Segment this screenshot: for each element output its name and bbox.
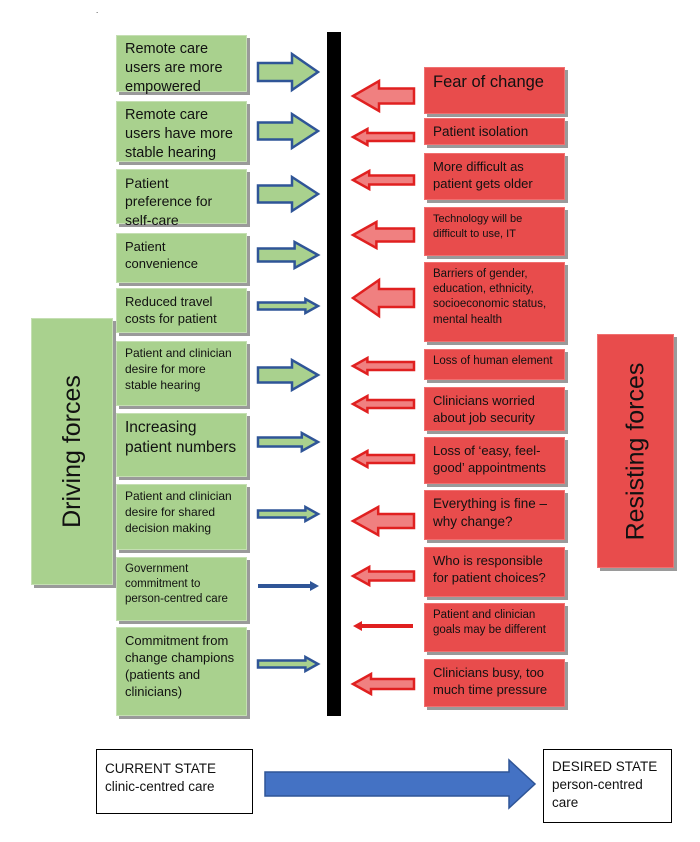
resisting-force-box: Barriers of gender, education, ethnicity… [424, 262, 565, 342]
resisting-arrow-icon [350, 564, 416, 588]
driving-arrow-icon [256, 654, 321, 674]
resisting-arrow-icon [350, 168, 416, 192]
driving-force-box: Patient convenience [116, 233, 247, 283]
driving-arrow-icon [258, 581, 319, 591]
desired-state-box: DESIRED STATE person-centred care [543, 749, 672, 823]
driving-force-box: Reduced travel costs for patient [116, 288, 247, 333]
driving-force-box: Remote care users are more empowered [116, 35, 247, 95]
driving-arrow-icon [256, 111, 321, 151]
resisting-force-box: Technology will be difficult to use, IT [424, 207, 565, 256]
resisting-force-box: Loss of human element [424, 349, 565, 380]
driving-arrow-icon [256, 296, 321, 316]
resisting-arrow-icon [350, 671, 416, 697]
current-state-box: CURRENT STATE clinic-centred care [96, 749, 253, 814]
resisting-force-box: Patient isolation [424, 118, 565, 145]
resisting-arrow-icon [350, 448, 416, 470]
resisting-forces-label: Resisting forces [597, 334, 674, 568]
resisting-arrow-icon [353, 621, 413, 631]
center-divider [327, 32, 341, 716]
resisting-force-box: Who is responsible for patient choices? [424, 547, 565, 597]
resisting-arrow-icon [350, 126, 416, 148]
desired-state-title: DESIRED STATE [552, 759, 658, 774]
resisting-force-box: Patient and clinician goals may be diffe… [424, 603, 565, 652]
resisting-arrow-icon [350, 504, 416, 538]
stray-dot: . [96, 6, 99, 15]
driving-arrow-icon [256, 504, 321, 524]
resisting-force-box: Clinicians worried about job security [424, 387, 565, 431]
driving-arrow-icon [256, 239, 321, 271]
driving-force-box: Commitment from change champions (patien… [116, 627, 247, 716]
resisting-arrow-icon [350, 393, 416, 415]
driving-force-box: Remote care users have more stable heari… [116, 101, 247, 162]
driving-force-box: Patient preference for self-care [116, 169, 247, 228]
driving-force-box: Increasing patient numbers [116, 413, 247, 477]
resisting-arrow-icon [350, 277, 416, 319]
driving-forces-label: Driving forces [31, 318, 113, 585]
driving-arrow-icon [256, 51, 321, 93]
resisting-force-box: Fear of change [424, 67, 565, 114]
desired-state-subtitle: person-centred care [552, 777, 643, 811]
resisting-force-box: Everything is fine – why change? [424, 490, 565, 540]
driving-force-box: Patient and clinician desire for shared … [116, 484, 247, 550]
resisting-arrow-icon [350, 219, 416, 251]
driving-arrow-icon [256, 357, 321, 393]
driving-arrow-icon [256, 174, 321, 214]
resisting-force-box: Loss of ‘easy, feel-good’ appointments [424, 437, 565, 484]
driving-force-box: Government commitment to person-centred … [116, 557, 247, 621]
resisting-force-box: More difficult as patient gets older [424, 153, 565, 200]
resisting-arrow-icon [350, 78, 416, 114]
resisting-forces-title: Resisting forces [621, 362, 650, 540]
driving-force-box: Patient and clinician desire for more st… [116, 341, 247, 406]
resisting-force-box: Clinicians busy, too much time pressure [424, 659, 565, 707]
current-state-title: CURRENT STATE [105, 761, 217, 776]
driving-forces-title: Driving forces [57, 375, 86, 528]
current-state-subtitle: clinic-centred care [105, 779, 215, 795]
resisting-arrow-icon [350, 355, 416, 377]
transition-arrow-icon [264, 758, 537, 810]
driving-arrow-icon [256, 430, 321, 454]
